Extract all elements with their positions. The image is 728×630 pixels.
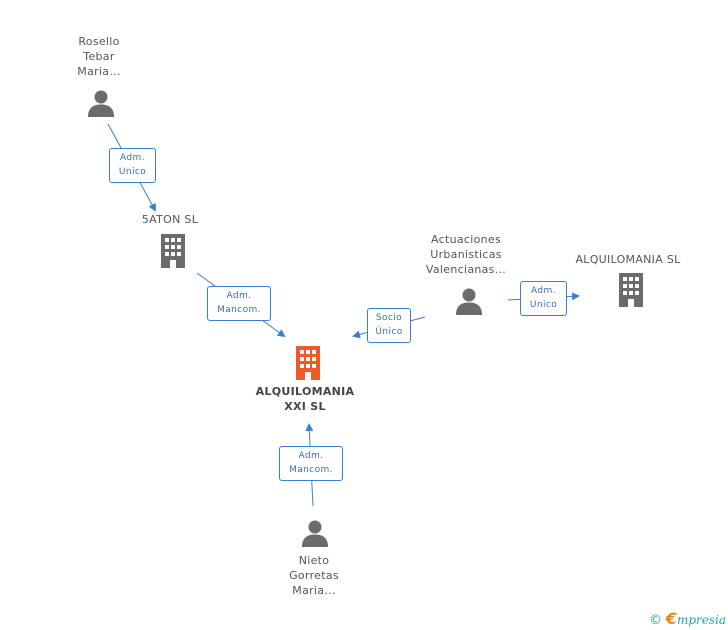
relation-label-actuaciones-alquilomania[interactable]: Adm. Unico [520,281,567,316]
building-icon-highlighted[interactable] [293,345,323,380]
node-label-nieto[interactable]: Nieto Gorretas Maria... [289,553,339,598]
node-label-line: Rosello [78,35,120,48]
node-label-line: Nieto [298,554,330,567]
relation-line: Mancom. [217,305,261,315]
relation-line: Adm. [531,286,556,296]
node-label-alquilomania-sl[interactable]: ALQUILOMANIA SL [575,252,680,267]
node-label-saton[interactable]: 5ATON SL [142,212,198,227]
person-icon[interactable] [300,518,330,548]
node-label-line: XXI SL [284,400,326,413]
empresia-logo-text: mpresia [676,613,726,627]
relation-line: Adm. [298,451,324,461]
node-label-center[interactable]: ALQUILOMANIA XXI SL [256,384,355,414]
brand-footer[interactable]: © €mpresia [649,609,726,628]
relation-line: Socio [375,313,403,323]
node-label-line: Urbanisticas [430,248,502,261]
relation-line: Adm. [120,153,145,163]
node-label-line: Actuaciones [430,233,501,246]
node-label-line: Maria... [77,65,121,78]
building-icon[interactable] [616,272,646,307]
node-label-line: Valencianas... [425,263,507,276]
relation-label-saton-center[interactable]: Adm. Mancom. [207,286,271,321]
node-label-line: Tebar [83,50,115,63]
person-icon[interactable] [454,286,484,316]
building-icon[interactable] [158,233,188,268]
relation-line: Mancom. [289,465,333,475]
node-label-line: Maria... [292,584,336,597]
relation-label-actuaciones-center[interactable]: Socio Único [367,308,411,343]
node-label-line: ALQUILOMANIA [255,385,355,398]
person-icon[interactable] [86,88,116,118]
relation-label-rosello-saton[interactable]: Adm. Unico [109,148,156,183]
relation-line: Unico [529,300,558,310]
node-label-actuaciones[interactable]: Actuaciones Urbanisticas Valencianas... [426,232,506,277]
relation-line: Adm. [226,291,252,301]
relation-line: Único [375,327,403,337]
relation-label-nieto-center[interactable]: Adm. Mancom. [279,446,343,481]
empresia-logo-e: € [665,609,677,628]
node-label-line: Gorretas [289,569,339,582]
node-label-line: 5ATON SL [141,213,199,226]
relation-line: Unico [118,167,147,177]
copyright-icon: © [648,613,662,628]
node-label-rosello[interactable]: Rosello Tebar Maria... [77,34,120,79]
node-label-line: ALQUILOMANIA SL [575,253,681,266]
